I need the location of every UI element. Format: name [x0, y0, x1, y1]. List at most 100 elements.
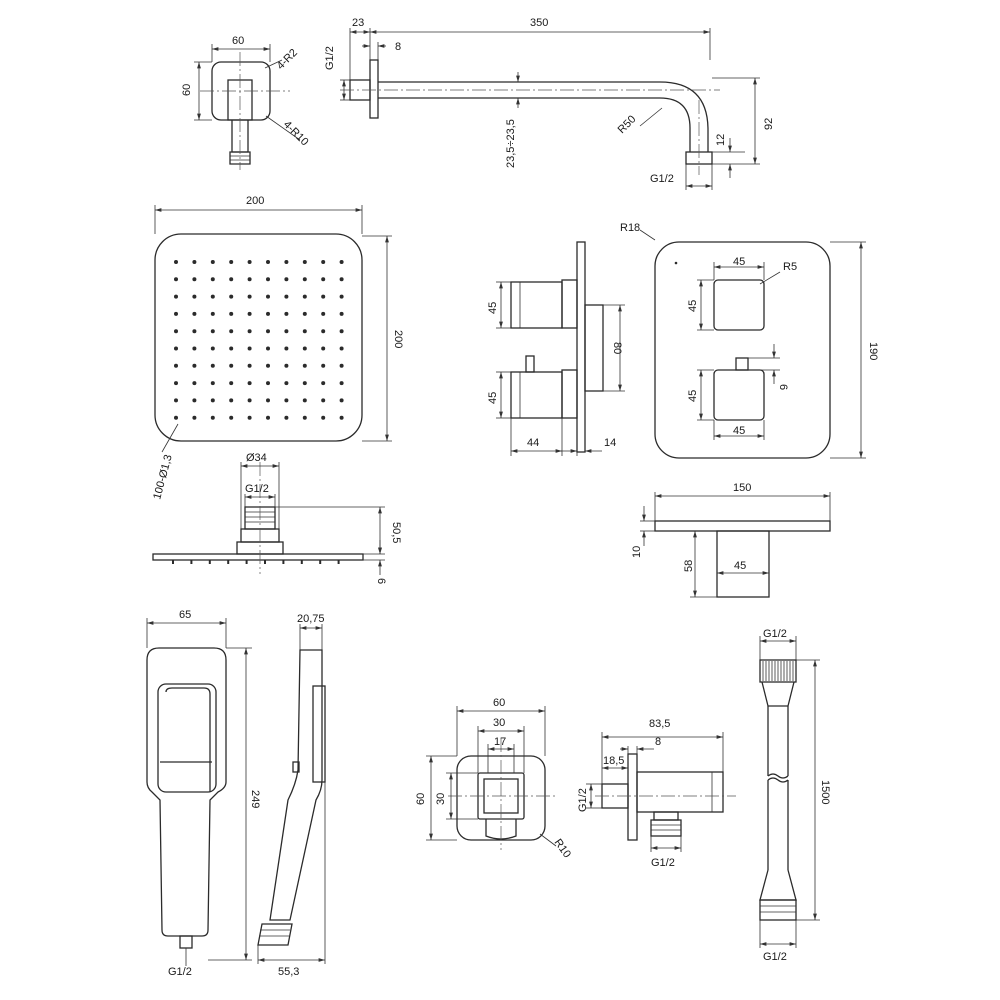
nozzle-tip: [300, 560, 303, 564]
nozzle-hole: [321, 311, 326, 316]
nozzle-hole: [247, 294, 252, 299]
nozzle-hole: [339, 398, 344, 403]
nozzle-hole: [339, 260, 344, 264]
nozzle-hole: [247, 363, 252, 368]
nozzle-hole: [284, 346, 289, 351]
nozzle-hole: [284, 398, 289, 403]
nozzle-hole: [266, 277, 270, 282]
nozzle-hole: [321, 346, 326, 351]
nozzle-hole: [210, 277, 215, 282]
arm-12-label: 12: [715, 134, 727, 146]
head-6-label: 6: [375, 578, 387, 584]
thermostat-valve-side-view: [496, 241, 625, 456]
nozzle-hole: [302, 329, 307, 334]
nozzle-hole: [174, 294, 178, 299]
nozzle-hole: [174, 311, 178, 316]
nozzle-hole: [247, 346, 252, 351]
shower-hose: [759, 636, 820, 948]
elbow-60h-label: 60: [415, 793, 427, 805]
elbow-8-label: 8: [655, 736, 661, 748]
hand-shower-side-view: [257, 624, 326, 964]
nozzle-hole: [284, 294, 289, 299]
nozzle-hole: [210, 398, 215, 403]
nozzle-hole: [174, 363, 178, 368]
nozzle-hole: [229, 260, 234, 264]
nozzle-hole: [174, 346, 178, 351]
valve-45b-label: 45: [487, 392, 499, 404]
nozzle-hole: [229, 415, 234, 420]
nozzle-hole: [266, 294, 270, 299]
nozzle-hole: [192, 294, 197, 299]
wall-height-label: 60: [181, 84, 193, 96]
nozzle-hole: [229, 294, 234, 299]
head-width-label: 200: [246, 195, 264, 207]
nozzle-hole: [229, 329, 234, 334]
nozzle-hole: [321, 277, 326, 282]
nozzle-hole: [210, 346, 215, 351]
nozzle-hole: [266, 260, 270, 264]
nozzle-hole: [210, 381, 215, 386]
arm-235-label: 23,5÷23,5: [505, 119, 517, 168]
nozzle-hole: [284, 311, 289, 316]
elbow-g2-label: G1/2: [651, 857, 675, 869]
nozzle-hole: [266, 363, 270, 368]
nozzle-tip: [245, 560, 248, 564]
nozzle-hole: [302, 294, 307, 299]
hand-249-label: 249: [249, 790, 261, 808]
wall-r2-label: 4-R2: [275, 47, 300, 72]
arm-8-label: 8: [395, 41, 401, 53]
nozzle-tip: [319, 560, 322, 564]
nozzle-hole: [321, 260, 326, 264]
nozzle-hole: [229, 398, 234, 403]
nozzle-hole: [174, 329, 178, 334]
nozzle-tip: [337, 560, 340, 564]
thermostat-plate-front-view: [639, 229, 866, 459]
elbow-835-label: 83,5: [649, 718, 670, 730]
rain-shower-head-top-view: [154, 205, 392, 453]
wall-width-label: 60: [232, 35, 244, 47]
nozzle-hole: [302, 415, 307, 420]
nozzle-hole: [247, 311, 252, 316]
nozzle-hole: [174, 277, 178, 282]
nozzle-hole: [210, 329, 215, 334]
nozzle-hole: [339, 277, 344, 282]
nozzle-hole: [266, 381, 270, 386]
nozzle-hole: [192, 260, 197, 264]
nozzle-hole: [302, 277, 307, 282]
plate-45-bottom-label: 45: [733, 425, 745, 437]
nozzle-hole: [192, 346, 197, 351]
hose-1500-label: 1500: [819, 780, 831, 804]
nozzle-tip: [264, 560, 266, 564]
nozzle-hole: [192, 415, 197, 420]
nozzle-hole: [266, 415, 270, 420]
nozzle-hole: [321, 398, 326, 403]
nozzle-hole: [192, 277, 197, 282]
nozzle-hole: [192, 363, 197, 368]
nozzle-hole: [266, 398, 270, 403]
arm-g-label: G1/2: [324, 46, 336, 70]
head-505-label: 50,5: [390, 522, 402, 543]
nozzle-hole: [339, 311, 344, 316]
nozzle-hole: [192, 311, 197, 316]
nozzle-hole: [229, 346, 234, 351]
nozzle-hole: [302, 381, 307, 386]
valve-45a-label: 45: [487, 302, 499, 314]
nozzle-hole: [302, 363, 307, 368]
rain-shower-head-side-view: [152, 462, 385, 575]
nozzle-hole: [321, 363, 326, 368]
plate-45-top-label: 45: [733, 256, 745, 268]
plate-10-label: 10: [631, 546, 643, 558]
nozzle-hole: [192, 381, 197, 386]
nozzle-tip: [190, 560, 193, 564]
nozzle-tip: [282, 560, 285, 564]
elbow-17-label: 17: [494, 736, 506, 748]
nozzle-hole: [174, 398, 178, 403]
wall-elbow-side-view: [586, 732, 736, 852]
nozzle-hole: [284, 260, 289, 264]
hand-553-label: 55,3: [278, 966, 299, 978]
elbow-30w-label: 30: [493, 717, 505, 729]
arm-23-label: 23: [352, 17, 364, 29]
nozzle-hole: [247, 329, 252, 334]
nozzle-hole: [247, 381, 252, 386]
